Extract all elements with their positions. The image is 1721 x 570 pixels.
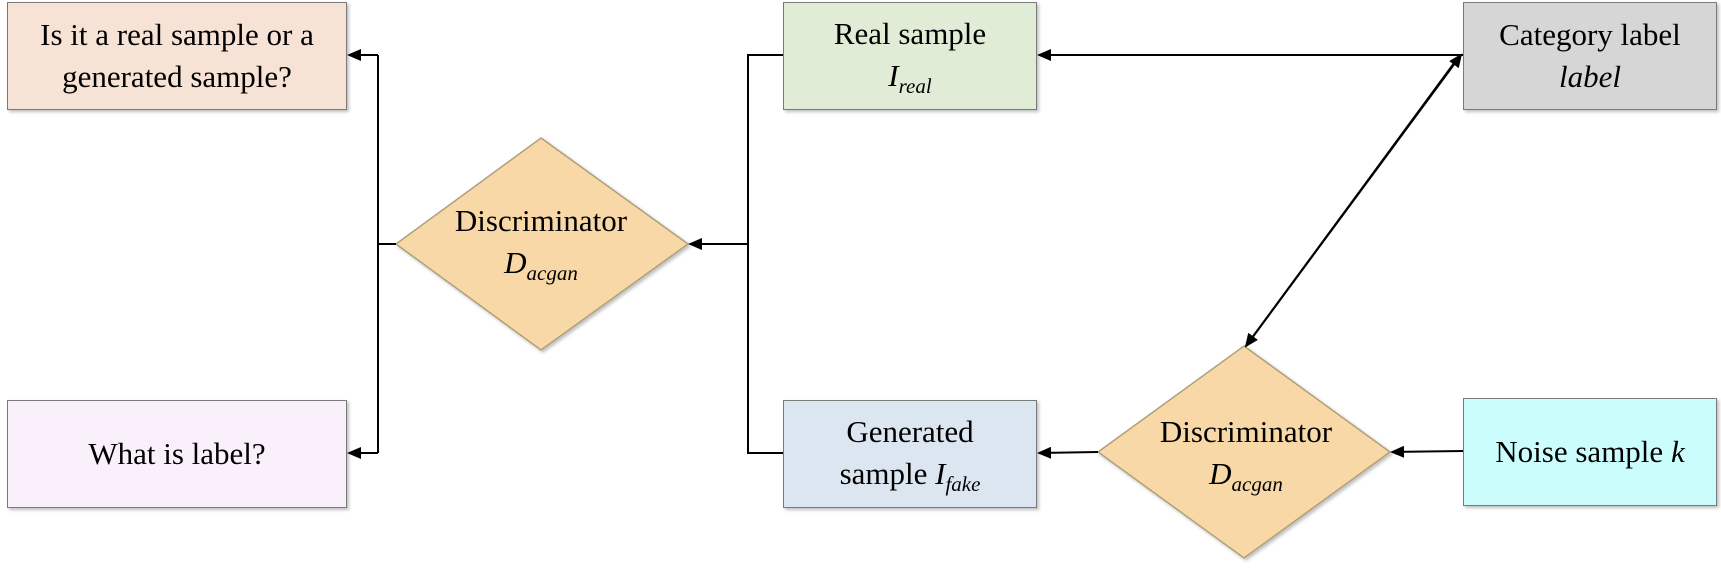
- category-label-box: Category label label: [1463, 2, 1717, 110]
- question-what-is-label-box: What is label?: [7, 400, 347, 508]
- question1-line2: generated sample?: [62, 59, 292, 94]
- discriminator-left-label: Discriminator Dacgan: [411, 200, 671, 287]
- real-sample-title: Real sample: [833, 15, 987, 51]
- real-sample-subscript: real: [898, 73, 932, 98]
- generated-sample-box: Generated sample Ifake: [783, 400, 1037, 508]
- category-label-title: Category label: [1499, 17, 1681, 52]
- discriminator-left-symbol-letter: D: [504, 245, 527, 280]
- arrow-discriminator-right-to-category: [1245, 53, 1463, 347]
- real-sample-symbol-letter: I: [888, 57, 899, 93]
- arrow-discriminator-right-to-generated: [1037, 446, 1099, 459]
- discriminator-right-subscript: acgan: [1231, 472, 1283, 496]
- noise-sample-box: Noise sample k: [1463, 398, 1717, 506]
- question-real-or-generated-box: Is it a real sample or a generated sampl…: [7, 2, 347, 110]
- discriminator-right-symbol-letter: D: [1209, 456, 1232, 491]
- real-sample-box: Real sample Ireal: [783, 2, 1037, 110]
- discriminator-right-diamond: [1096, 345, 1392, 559]
- discriminator-left-title: Discriminator: [454, 203, 628, 238]
- category-label-symbol: label: [1559, 59, 1621, 94]
- noise-sample-text: Noise sample: [1495, 434, 1671, 469]
- generated-sample-prefix: sample: [839, 455, 936, 491]
- connector-real-sample-out: [747, 54, 783, 454]
- noise-sample-symbol: k: [1670, 434, 1685, 469]
- discriminator-left-diamond: [394, 137, 690, 351]
- real-sample-symbol: Ireal: [888, 55, 931, 100]
- discriminator-right-label: Discriminator Dacgan: [1116, 411, 1376, 498]
- generated-sample-line2: sample Ifake: [840, 453, 981, 498]
- question1-line1: Is it a real sample or a: [40, 17, 314, 52]
- discriminator-right-title: Discriminator: [1159, 414, 1333, 449]
- noise-sample-line: Noise sample k: [1495, 431, 1684, 473]
- question2-line1: What is label?: [88, 436, 266, 471]
- generated-sample-title: Generated: [846, 413, 974, 449]
- discriminator-left-subscript: acgan: [526, 261, 578, 285]
- generated-sample-symbol-letter: I: [935, 455, 946, 491]
- discriminator-right-symbol: Dacgan: [1116, 453, 1376, 498]
- arrow-noise-to-discriminator-right: [1390, 445, 1464, 458]
- discriminator-left-symbol: Dacgan: [411, 242, 671, 287]
- generated-sample-subscript: fake: [945, 471, 981, 496]
